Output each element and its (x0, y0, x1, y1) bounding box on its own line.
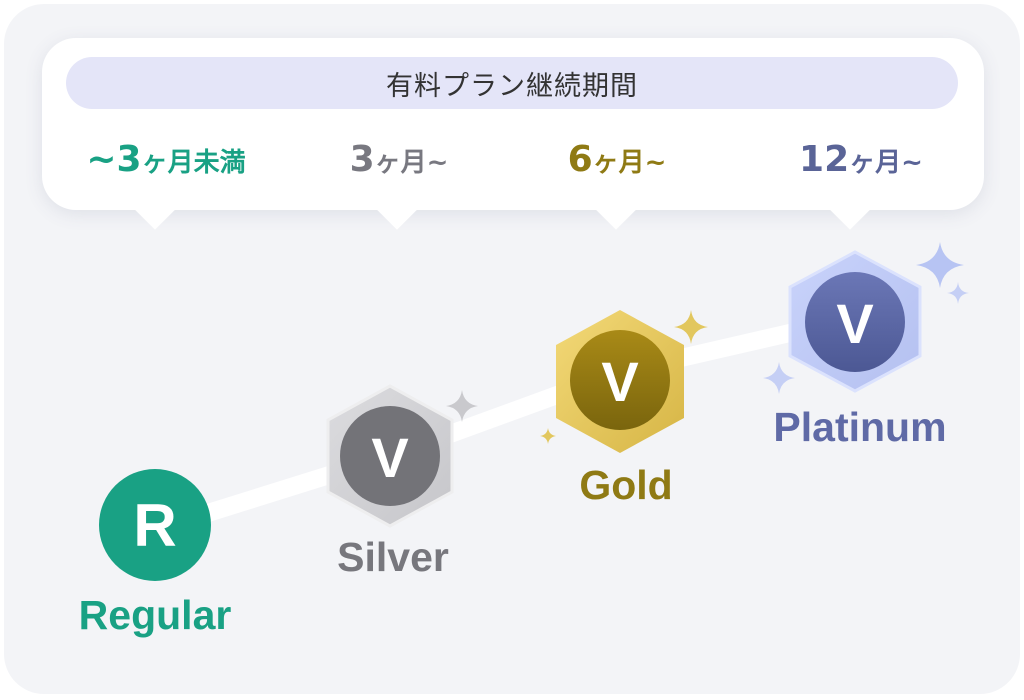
platinum-small-sparkle-icon (947, 282, 969, 304)
gold-small-sparkle-icon (540, 428, 556, 444)
period-regular: ~3ヶ月未満 (46, 132, 286, 191)
silver-badge: V (326, 384, 454, 528)
platinum-badge-letter: V (836, 292, 873, 355)
period-silver-main: 3 (349, 139, 375, 180)
period-platinum-main: 12 (799, 139, 850, 180)
platinum-left-sparkle-icon (763, 362, 795, 394)
regular-badge: R (99, 469, 211, 581)
regular-badge-letter: R (133, 492, 176, 559)
plan-duration-title: 有料プラン継続期間 (66, 57, 958, 109)
period-gold: 6ヶ月~ (497, 132, 737, 191)
tier-label-gold: Gold (579, 462, 673, 508)
silver-badge-letter: V (371, 426, 408, 489)
silver-sparkle-icon (446, 390, 478, 422)
tier-label-regular: Regular (78, 592, 232, 638)
period-silver-suffix: ヶ月~ (374, 148, 449, 178)
period-gold-main: 6 (567, 139, 593, 180)
platinum-badge: V (788, 250, 922, 393)
gold-badge: V (556, 310, 684, 453)
gold-sparkle-icon (674, 310, 708, 344)
period-regular-main: ~3 (86, 139, 142, 180)
period-platinum: 12ヶ月~ (741, 132, 981, 191)
gold-badge-letter: V (601, 350, 638, 413)
tier-label-silver: Silver (337, 534, 449, 580)
period-platinum-suffix: ヶ月~ (849, 148, 923, 178)
progress-track (151, 309, 864, 537)
period-silver: 3ヶ月~ (279, 132, 519, 191)
tier-label-platinum: Platinum (773, 404, 947, 450)
period-gold-suffix: ヶ月~ (592, 148, 667, 178)
period-regular-suffix: ヶ月未満 (141, 148, 246, 178)
platinum-sparkle-icon (916, 242, 964, 288)
